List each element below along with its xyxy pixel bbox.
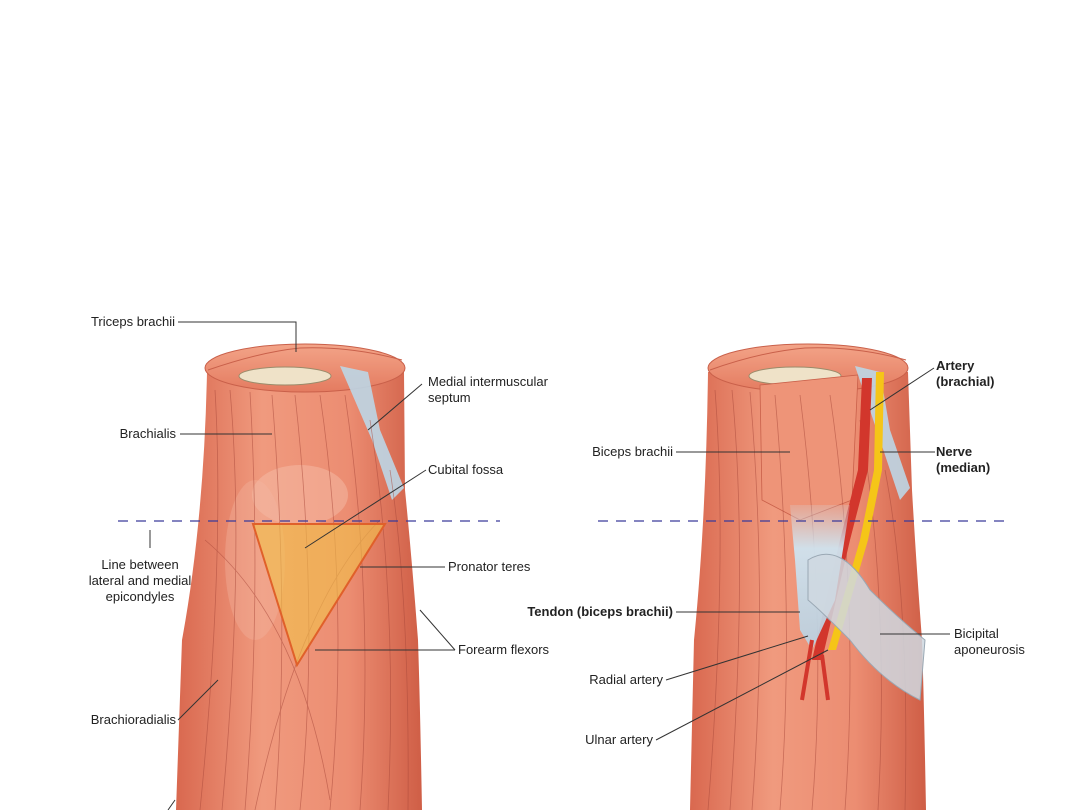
- label-forearm-flexors: Forearm flexors: [458, 642, 550, 657]
- right-cross-section-divider: [709, 347, 907, 371]
- label-epicondyle-line: Line between lateral and medial epicondy…: [40, 557, 240, 605]
- label-bicipital-aponeurosis: Bicipital aponeurosis: [954, 626, 1025, 658]
- right-biceps-block: [759, 374, 859, 521]
- label-triceps-brachii: Triceps brachii: [90, 314, 175, 329]
- left-leader-lines: [149, 321, 456, 810]
- label-aponeurosis-line-1: Bicipital: [954, 626, 999, 641]
- brachial-artery: [812, 378, 872, 660]
- right-arm-illustration: [690, 343, 926, 810]
- label-pronator-teres: Pronator teres: [448, 559, 531, 574]
- right-leader-lines: [655, 367, 950, 741]
- label-medial-intermuscular-septum: Medial intermuscular septum: [428, 374, 548, 406]
- label-nerve-line-1: Nerve: [936, 444, 973, 459]
- label-aponeurosis-line-2: aponeurosis: [954, 642, 1025, 657]
- cubital-fossa-triangle: [251, 523, 387, 668]
- label-cubital-fossa: Cubital fossa: [428, 462, 504, 477]
- median-nerve: [828, 372, 884, 650]
- ulnar-artery-branch: [820, 654, 830, 701]
- label-median-nerve: Nerve (median): [936, 444, 990, 476]
- label-epicondyle-line-1: Line between: [101, 557, 179, 572]
- label-artery-line-1: Artery: [936, 358, 975, 373]
- label-septum-line-1: Medial intermuscular: [428, 374, 548, 389]
- label-brachioradialis: Brachioradialis: [90, 712, 176, 727]
- label-biceps-brachii: Biceps brachii: [592, 444, 673, 459]
- bicipital-aponeurosis: [807, 553, 926, 701]
- left-humerus-section: [238, 366, 332, 386]
- label-septum-line-2: septum: [428, 390, 471, 405]
- label-nerve-line-2: (median): [936, 460, 991, 475]
- label-brachialis: Brachialis: [119, 426, 176, 441]
- label-artery-line-2: (brachial): [936, 374, 995, 389]
- left-cross-section-divider: [207, 347, 403, 371]
- label-ulnar-artery: Ulnar artery: [585, 732, 653, 747]
- right-fibers: [707, 389, 907, 810]
- radial-artery-branch: [800, 639, 814, 701]
- label-biceps-tendon: Tendon (biceps brachii): [527, 604, 673, 619]
- left-arm-illustration: [176, 343, 422, 810]
- left-epicondyle-ghost: [252, 465, 348, 525]
- label-epicondyle-line-3: epicondyles: [105, 589, 175, 604]
- label-epicondyle-line-2: lateral and medial: [88, 573, 192, 588]
- label-radial-artery: Radial artery: [589, 672, 663, 687]
- label-brachial-artery: Artery (brachial): [936, 358, 995, 390]
